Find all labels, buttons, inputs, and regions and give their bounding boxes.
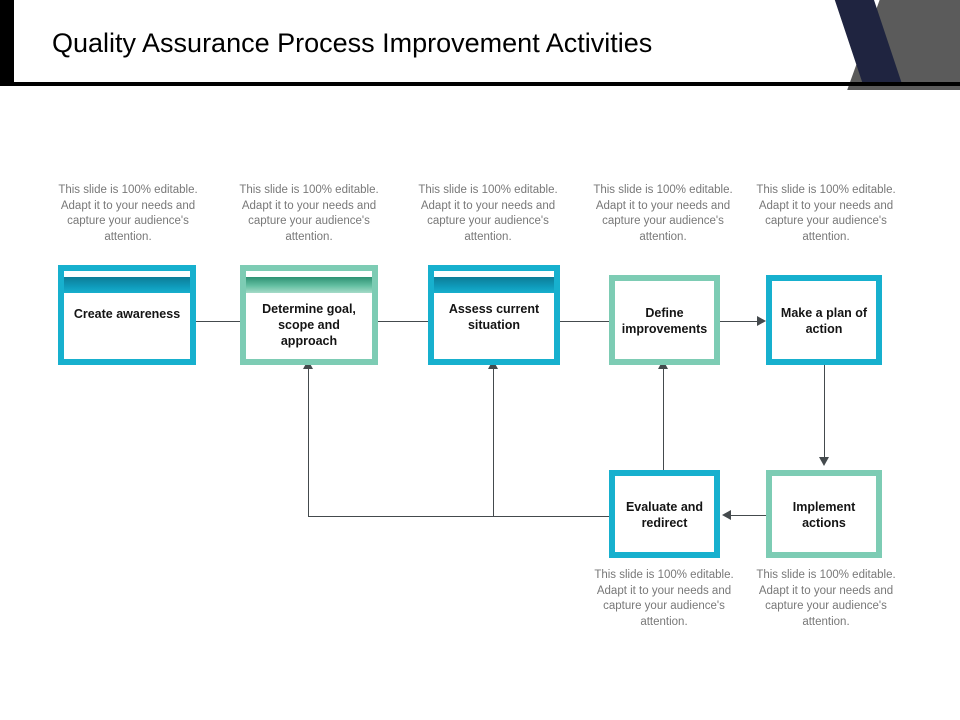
caption-implement-actions: This slide is 100% editable. Adapt it to…	[756, 569, 896, 628]
node-implement-actions-frame	[766, 470, 882, 558]
node-define-improvements[interactable]: Define improvements	[609, 275, 720, 365]
connector-implement-actions-to-evaluate-redirect	[731, 515, 776, 516]
caption-assess-situation: This slide is 100% editable. Adapt it to…	[418, 184, 558, 243]
caption-determine-goal: This slide is 100% editable. Adapt it to…	[239, 184, 379, 243]
header-left-accent-bar	[0, 0, 14, 83]
node-make-plan[interactable]: Make a plan of action	[766, 275, 882, 365]
connector-evaluate-redirect-to-define-improvements	[663, 367, 664, 470]
node-define-improvements-label: Define improvements	[621, 306, 708, 336]
node-implement-actions-label: Implement actions	[792, 500, 856, 530]
node-determine-goal-header-band	[246, 277, 372, 293]
connector-feedback-to-assess-situation	[493, 367, 494, 517]
node-evaluate-redirect[interactable]: Evaluate and redirect	[609, 470, 720, 558]
node-define-improvements-frame	[609, 275, 720, 365]
connector-create-awareness-to-determine-goal	[195, 321, 240, 322]
arrow-left-icon-to-evaluate-redirect	[722, 510, 731, 520]
caption-evaluate-redirect: This slide is 100% editable. Adapt it to…	[594, 569, 734, 628]
node-implement-actions[interactable]: Implement actions	[766, 470, 882, 558]
node-evaluate-redirect-label: Evaluate and redirect	[625, 500, 704, 530]
slide-header: Quality Assurance Process Improvement Ac…	[0, 0, 960, 90]
node-evaluate-redirect-frame	[609, 470, 720, 558]
node-create-awareness[interactable]: Create awareness	[58, 265, 196, 365]
header-background	[0, 0, 960, 83]
arrow-down-icon-to-implement-actions	[819, 457, 829, 466]
node-assess-situation-label: Assess current situation	[448, 302, 540, 332]
node-create-awareness-header-band	[64, 277, 190, 293]
node-make-plan-frame	[766, 275, 882, 365]
process-flow-diagram: This slide is 100% editable. Adapt it to…	[0, 90, 960, 720]
caption-define-improvements: This slide is 100% editable. Adapt it to…	[593, 184, 733, 243]
connector-determine-goal-to-assess-situation	[378, 321, 428, 322]
node-assess-situation[interactable]: Assess current situation	[428, 265, 560, 365]
node-assess-situation-header-band	[434, 277, 554, 293]
node-determine-goal-label: Determine goal, scope and approach	[262, 302, 356, 348]
connector-define-improvements-to-make-plan	[720, 321, 762, 322]
node-make-plan-label: Make a plan of action	[780, 306, 868, 336]
header-divider-rule	[0, 82, 960, 86]
arrow-right-icon-to-make-plan	[757, 316, 766, 326]
caption-create-awareness: This slide is 100% editable. Adapt it to…	[58, 184, 198, 243]
connector-feedback-to-determine-goal	[308, 367, 309, 517]
connector-assess-situation-to-define-improvements	[560, 321, 609, 322]
page-title: Quality Assurance Process Improvement Ac…	[52, 28, 653, 58]
connector-feedback-rail	[308, 516, 609, 517]
caption-make-plan: This slide is 100% editable. Adapt it to…	[756, 184, 896, 243]
node-create-awareness-label: Create awareness	[73, 307, 181, 321]
connector-make-plan-to-implement-actions	[824, 365, 825, 459]
node-determine-goal[interactable]: Determine goal, scope and approach	[240, 265, 378, 365]
